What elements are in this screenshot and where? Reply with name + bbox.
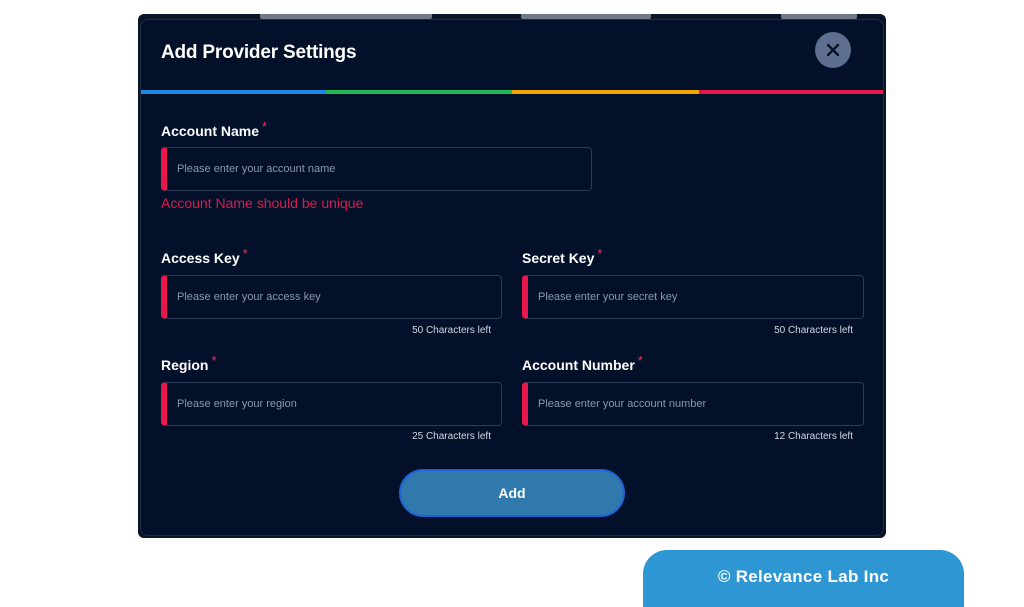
required-marker: * bbox=[262, 119, 268, 134]
account-name-input[interactable] bbox=[167, 148, 591, 190]
add-provider-modal: Add Provider Settings Account Name* Acco… bbox=[140, 19, 884, 536]
account-number-field[interactable] bbox=[522, 382, 864, 426]
add-button[interactable]: Add bbox=[399, 469, 625, 517]
secret-key-label-text: Secret Key bbox=[522, 250, 595, 266]
account-number-counter: 12 Characters left bbox=[774, 431, 853, 442]
account-name-field[interactable] bbox=[161, 147, 592, 191]
background-header-blur bbox=[521, 14, 651, 19]
required-marker: * bbox=[597, 246, 603, 261]
access-key-counter: 50 Characters left bbox=[412, 325, 491, 336]
region-input[interactable] bbox=[167, 383, 501, 425]
accent-segment-green bbox=[325, 90, 512, 94]
account-name-label: Account Name* bbox=[161, 119, 267, 139]
required-marker: * bbox=[637, 353, 643, 368]
required-marker: * bbox=[242, 246, 248, 261]
account-number-input[interactable] bbox=[528, 383, 863, 425]
background-column-headers bbox=[138, 14, 886, 24]
access-key-field[interactable] bbox=[161, 275, 502, 319]
background-header-blur bbox=[781, 14, 857, 19]
close-icon bbox=[826, 43, 840, 57]
region-field[interactable] bbox=[161, 382, 502, 426]
secret-key-field[interactable] bbox=[522, 275, 864, 319]
account-number-label: Account Number* bbox=[522, 353, 643, 373]
region-label-text: Region bbox=[161, 357, 209, 373]
modal-title: Add Provider Settings bbox=[161, 42, 357, 63]
secret-key-label: Secret Key* bbox=[522, 246, 602, 266]
secret-key-counter: 50 Characters left bbox=[774, 325, 853, 336]
close-button[interactable] bbox=[815, 32, 851, 68]
copyright-text: © Relevance Lab Inc bbox=[717, 566, 890, 586]
secret-key-input[interactable] bbox=[528, 276, 863, 318]
accent-segment-red bbox=[698, 90, 883, 94]
accent-segment-blue bbox=[141, 90, 326, 94]
access-key-label: Access Key* bbox=[161, 246, 248, 266]
accent-segment-orange bbox=[512, 90, 699, 94]
region-label: Region* bbox=[161, 353, 217, 373]
region-counter: 25 Characters left bbox=[412, 431, 491, 442]
account-number-label-text: Account Number bbox=[522, 357, 635, 373]
account-name-label-text: Account Name bbox=[161, 123, 260, 139]
copyright-badge: © Relevance Lab Inc bbox=[643, 550, 964, 607]
access-key-input[interactable] bbox=[167, 276, 501, 318]
required-marker: * bbox=[211, 353, 217, 368]
account-name-error: Account Name should be unique bbox=[161, 195, 364, 211]
background-header-blur bbox=[260, 14, 432, 19]
accent-divider bbox=[141, 90, 883, 94]
access-key-label-text: Access Key bbox=[161, 250, 240, 266]
